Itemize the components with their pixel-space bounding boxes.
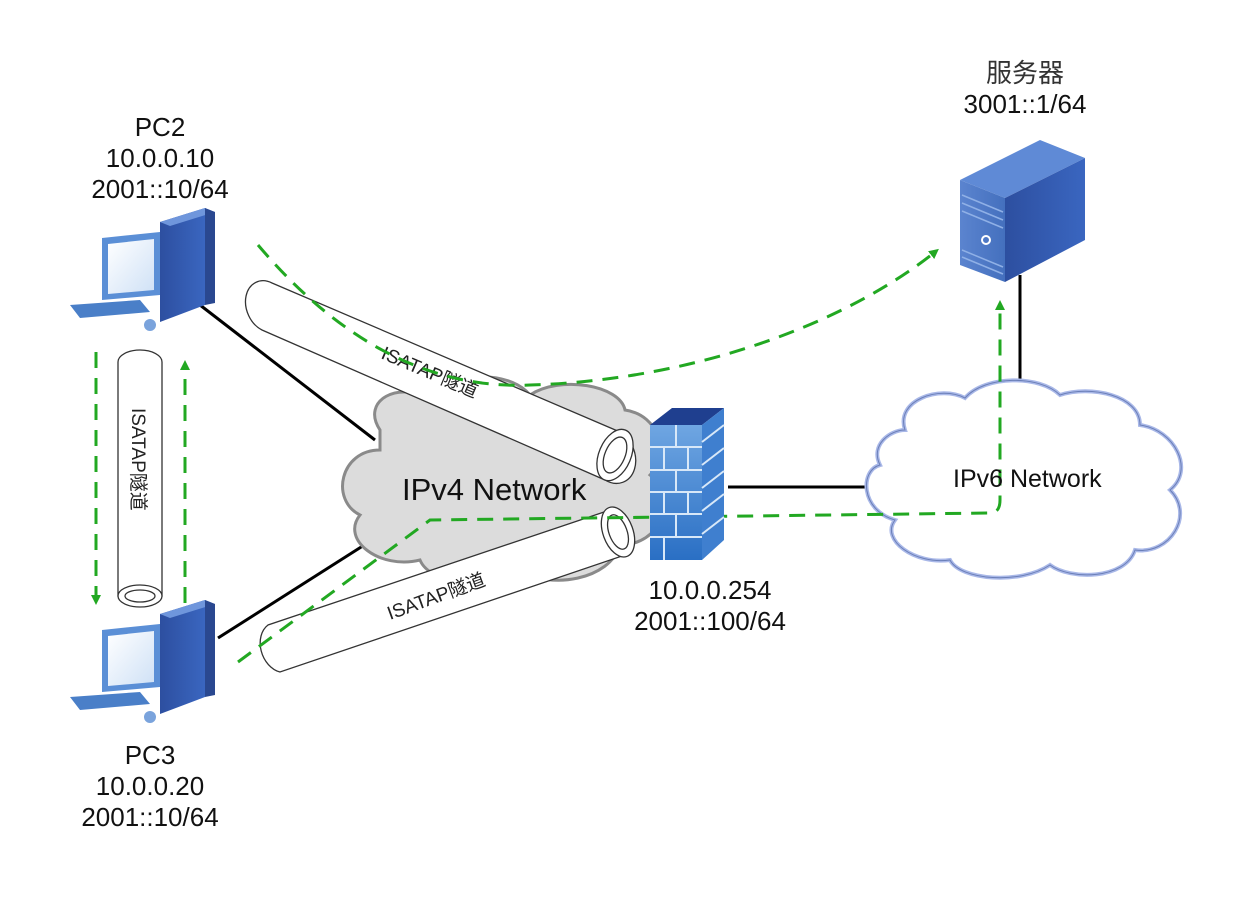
server-tower-icon [960, 140, 1085, 282]
firewall-ipv4: 10.0.0.254 [648, 575, 772, 605]
traffic-flows [91, 244, 1005, 664]
pc2-ipv4: 10.0.0.10 [105, 143, 215, 173]
firewall-ipv6: 2001::100/64 [634, 606, 786, 636]
pc3-desktop-icon [70, 600, 215, 723]
pc2-desktop-icon [70, 208, 215, 331]
ipv4-network-label: IPv4 Network [402, 472, 587, 507]
tunnel-label-vertical: ISATAP隧道 [127, 408, 149, 511]
pc2-ipv6: 2001::10/64 [91, 174, 229, 204]
firewall-icon [650, 408, 725, 560]
pc3-name: PC3 [124, 740, 176, 770]
flow-pc3-to-server [237, 300, 1005, 664]
flow-pc2-to-server [256, 244, 939, 387]
ipv6-network-label: IPv6 Network [953, 465, 1102, 493]
pc3-label: PC3 10.0.0.20 2001::10/64 [65, 740, 235, 833]
ipv6-network-cloud [864, 378, 1184, 580]
pc2-name: PC2 [134, 112, 186, 142]
pc2-label: PC2 10.0.0.10 2001::10/64 [75, 112, 245, 205]
link-pc3-ipv4 [217, 533, 381, 640]
firewall-label: 10.0.0.254 2001::100/64 [615, 575, 805, 637]
server-label: 服务器 3001::1/64 [940, 58, 1110, 120]
server-name: 服务器 [985, 58, 1064, 88]
pc3-ipv6: 2001::10/64 [81, 802, 219, 832]
server-ipv6: 3001::1/64 [963, 89, 1087, 119]
link-pc2-ipv4 [199, 303, 376, 442]
isatap-tunnel-vertical: ISATAP隧道 [117, 349, 163, 608]
pc3-ipv4: 10.0.0.20 [95, 771, 205, 801]
